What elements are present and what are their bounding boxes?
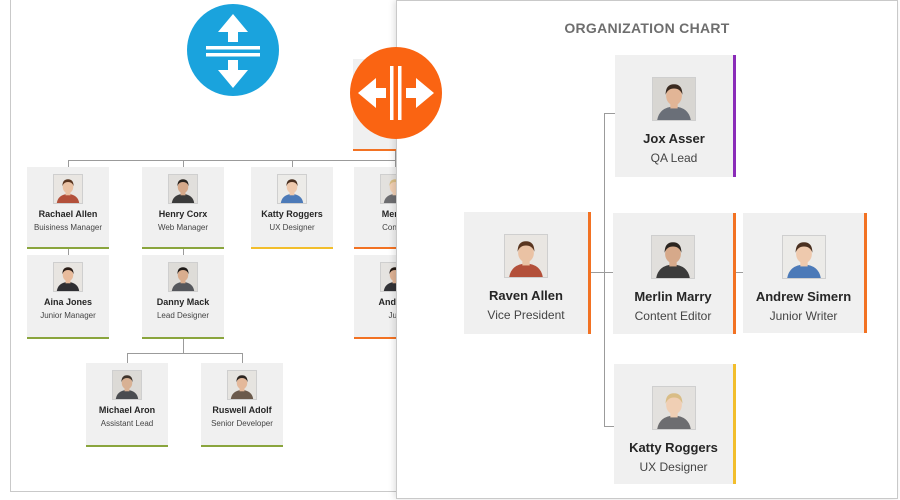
person-name: Katty Roggers <box>629 440 718 455</box>
person-photo-icon <box>278 175 306 203</box>
person-role: Conten <box>382 223 399 232</box>
person-role: Assistant Lead <box>100 419 154 428</box>
connector-line <box>591 272 613 273</box>
connector-line <box>68 249 69 255</box>
avatar <box>651 235 695 279</box>
horizontal-layout-button[interactable] <box>350 47 442 139</box>
connector-line <box>127 353 243 354</box>
person-photo-icon <box>782 236 825 278</box>
arrows-vertical-icon <box>187 4 279 96</box>
person-name: Jox Asser <box>643 131 705 146</box>
person-photo-icon <box>113 371 141 399</box>
arrows-horizontal-icon <box>350 47 442 139</box>
avatar <box>112 370 142 400</box>
chart-title: ORGANIZATION CHART <box>564 20 730 36</box>
person-photo-icon <box>169 263 197 291</box>
person-role: Web Manager <box>157 223 209 232</box>
person-name: Merlin <box>381 209 399 219</box>
person-role: Lead Designer <box>156 311 210 320</box>
avatar <box>504 234 548 278</box>
connector-line <box>68 160 399 161</box>
avatar <box>53 262 83 292</box>
person-role: Senior Developer <box>211 419 273 428</box>
vertical-layout-button[interactable] <box>187 4 279 96</box>
person-role: Vice President <box>487 308 565 322</box>
avatar <box>781 235 826 279</box>
person-role: Content Editor <box>634 309 712 323</box>
person-photo-icon <box>653 78 695 120</box>
avatar <box>652 77 696 121</box>
connector-line <box>395 151 396 167</box>
person-name: Henry Corx <box>158 209 208 219</box>
person-name: Katty Roggers <box>261 209 323 219</box>
person-photo-icon <box>652 387 695 429</box>
connector-line <box>183 339 184 353</box>
person-name: Ruswell Adolf <box>212 405 272 415</box>
person-role: UX Designer <box>639 460 708 474</box>
connector-line <box>604 113 605 427</box>
connector-line <box>127 353 128 363</box>
connector-line <box>292 160 293 167</box>
avatar <box>227 370 257 400</box>
connector-line <box>183 160 184 167</box>
person-photo-icon <box>505 235 547 277</box>
person-name: Raven Allen <box>489 288 563 303</box>
org-node[interactable]: Jox Asser QA Lead <box>615 55 736 177</box>
org-node[interactable]: AndrewJun <box>354 255 399 339</box>
person-role: Jun <box>388 311 399 320</box>
org-node[interactable]: Katty Roggers UX Designer <box>251 167 333 249</box>
connector-line <box>604 426 614 427</box>
person-name: Aina Jones <box>43 297 92 307</box>
person-name: Andrew <box>378 297 399 307</box>
person-role: Junior Manager <box>40 311 96 320</box>
avatar <box>53 174 83 204</box>
person-photo-icon <box>169 175 197 203</box>
connector-line <box>183 249 184 255</box>
person-photo-icon <box>54 175 82 203</box>
connector-line <box>242 353 243 363</box>
person-photo-icon <box>652 236 694 278</box>
person-role: Buisiness Manager <box>33 223 103 232</box>
person-name: Andrew Simern <box>755 289 852 304</box>
person-role: QA Lead <box>650 151 698 165</box>
org-node[interactable]: MerlinConten <box>354 167 399 249</box>
avatar <box>277 174 307 204</box>
person-role: UX Designer <box>269 223 315 232</box>
avatar <box>168 174 198 204</box>
avatar <box>651 386 696 430</box>
connector-line <box>604 113 615 114</box>
connector-line <box>68 160 69 167</box>
connector-line <box>736 272 743 273</box>
org-node[interactable]: Katty Roggers UX Designer <box>614 364 736 484</box>
person-role: Junior Writer <box>769 309 838 323</box>
person-name: Rachael Allen <box>38 209 98 219</box>
person-photo-icon <box>54 263 82 291</box>
avatar <box>168 262 198 292</box>
person-name: Merlin Marry <box>634 289 712 304</box>
person-name: Michael Aron <box>98 405 156 415</box>
person-photo-icon <box>228 371 256 399</box>
person-name: Danny Mack <box>156 297 210 307</box>
